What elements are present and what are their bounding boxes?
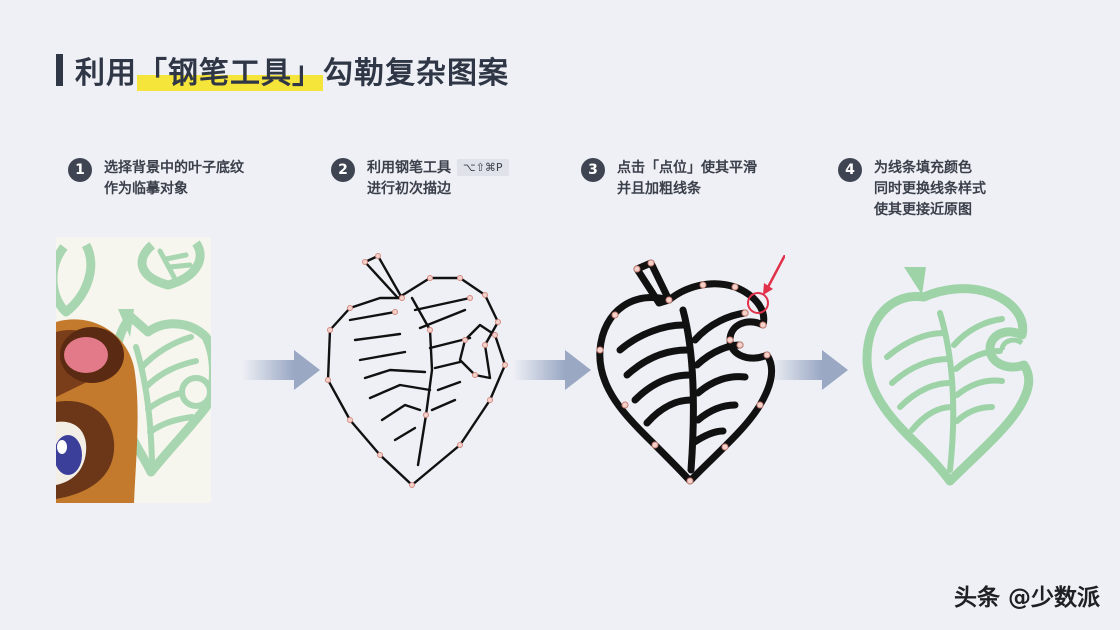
step-text: 利用钢笔工具 ⌥⇧⌘P 进行初次描边 [367,158,509,200]
step-line: 为线条填充颜色 [874,160,972,176]
arrow-right-icon [513,350,591,390]
title-suffix: 勾勒复杂图案 [323,56,509,91]
step-3: 3 点击「点位」使其平滑 并且加粗线条 [581,158,757,200]
step-text: 点击「点位」使其平滑 并且加粗线条 [617,158,757,200]
final-green-leaf [862,267,1034,486]
step-number: 2 [331,158,355,182]
step-text: 选择背景中的叶子底纹 作为临摹对象 [104,158,244,200]
page-header: 利用「钢笔工具」勾勒复杂图案 [56,48,509,92]
step-number: 1 [68,158,92,182]
step-number: 4 [838,158,862,182]
step-line: 进行初次描边 [367,181,451,197]
step-text: 为线条填充颜色 同时更换线条样式 使其更接近原图 [874,158,986,221]
step-line: 同时更换线条样式 [874,181,986,197]
title-highlight: 「钢笔工具」 [137,56,323,91]
step-line: 并且加粗线条 [617,181,701,197]
step-2: 2 利用钢笔工具 ⌥⇧⌘P 进行初次描边 [331,158,509,200]
shortcut-badge: ⌥⇧⌘P [457,159,509,176]
smoothed-outline-leaf [596,255,785,485]
highlight-ring [747,292,769,314]
step-line: 作为临摹对象 [104,181,188,197]
step-1: 1 选择背景中的叶子底纹 作为临摹对象 [68,158,244,200]
page-title: 利用「钢笔工具」勾勒复杂图案 [75,48,509,92]
step-4: 4 为线条填充颜色 同时更换线条样式 使其更接近原图 [838,158,986,221]
pointer-arrow-icon [765,255,785,290]
reference-image [56,237,211,503]
arrow-right-icon [770,350,848,390]
watermark: 头条 @少数派 [953,585,1100,611]
step-line: 使其更接近原图 [874,202,972,218]
step-number: 3 [581,158,605,182]
arrow-right-icon [242,350,320,390]
step-line: 选择背景中的叶子底纹 [104,160,244,176]
reference-leaf-pattern [56,237,211,503]
title-accent-bar [56,54,63,86]
step-line: 利用钢笔工具 [367,160,451,176]
step-line: 点击「点位」使其平滑 [617,160,757,176]
title-prefix: 利用 [75,56,137,91]
rough-outline-leaf [325,253,508,488]
